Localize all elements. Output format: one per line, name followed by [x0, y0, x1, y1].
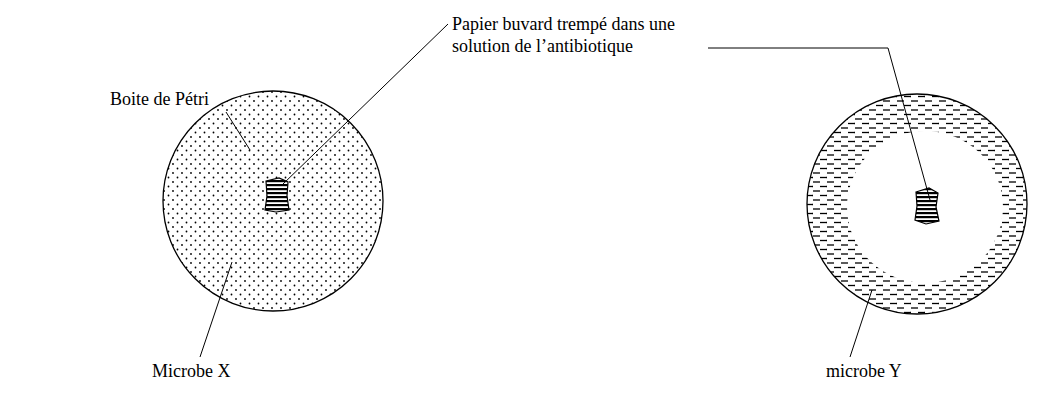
part-label: microbe Y — [826, 360, 902, 382]
inhibition-zone — [847, 131, 1003, 283]
leader-line — [200, 262, 232, 357]
blotter-paper — [265, 178, 289, 212]
leader-line — [282, 24, 448, 185]
blotter-stripes — [265, 178, 289, 212]
petri-dish — [807, 94, 1027, 314]
leader-line — [708, 48, 930, 200]
callout-label: Papier buvard trempé dans une solution d… — [452, 13, 704, 57]
blotter-stripes — [915, 188, 939, 224]
petri-dish — [163, 91, 383, 311]
leader-line — [226, 112, 250, 150]
blotter-paper — [915, 188, 939, 224]
part-label: Boite de Pétri — [110, 88, 209, 110]
leader-line — [850, 290, 872, 357]
part-label: Microbe X — [152, 360, 230, 382]
